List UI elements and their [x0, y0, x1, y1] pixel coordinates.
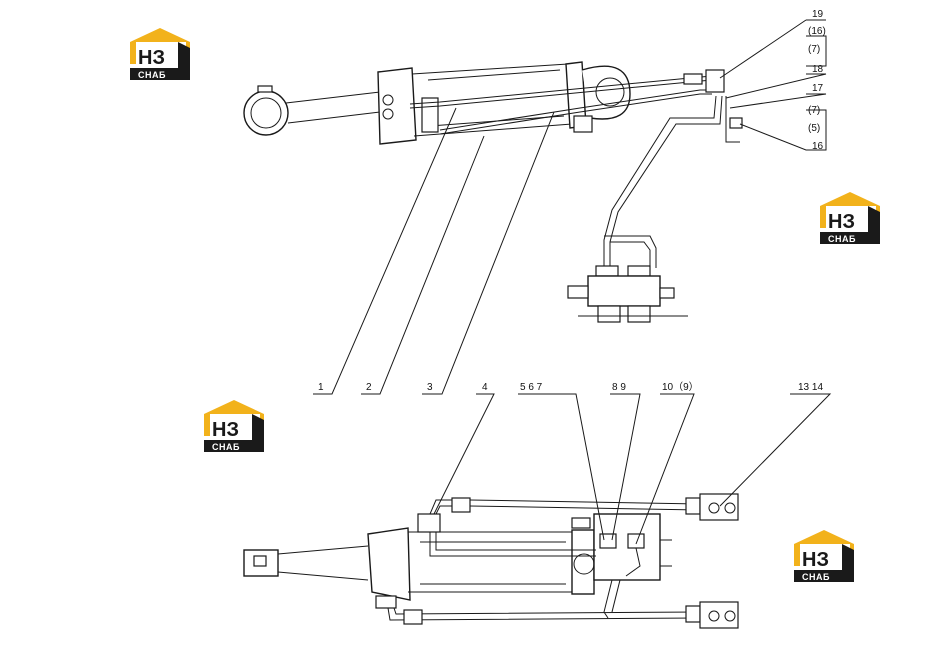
callout-17: 17: [812, 83, 824, 94]
callout-7-ref-a: (7): [808, 44, 820, 55]
top-valve-block: [567, 265, 688, 323]
callout-19: 19: [812, 9, 824, 20]
hose-end-fittings: [699, 493, 739, 629]
callout-labels: 1 2 3 19 (16) (7) 18 17 (7) (5) 16 4 5 6…: [318, 9, 826, 393]
callout-5-6-7: 5 6 7: [520, 382, 543, 393]
brand-logo: НЗ СНАБ: [204, 400, 264, 452]
callout-13-14: 13 14: [798, 382, 823, 393]
callout-5-ref: (5): [808, 123, 820, 134]
logo-main-text: НЗ: [802, 549, 829, 571]
top-cylinder-assembly: [243, 61, 631, 145]
logo-sub-text: СНАБ: [212, 442, 240, 452]
callout-1: 1: [318, 382, 324, 393]
logo-sub-text: СНАБ: [138, 70, 166, 80]
top-hose-lines: [409, 69, 743, 268]
leader-lines: [313, 19, 832, 545]
logo-main-text: НЗ: [828, 211, 855, 233]
callout-18: 18: [812, 64, 824, 75]
callout-7-ref-b: (7): [808, 105, 820, 116]
brand-logo: НЗ СНАБ: [820, 192, 880, 244]
logo-main-text: НЗ: [138, 47, 165, 69]
callout-4: 4: [482, 382, 488, 393]
callout-2: 2: [366, 382, 372, 393]
logo-main-text: НЗ: [212, 419, 239, 441]
bottom-cylinder-assembly: [243, 513, 672, 609]
brand-logo: НЗ СНАБ: [130, 28, 190, 80]
callout-16-ref-a: (16): [808, 26, 826, 37]
brand-logo: НЗ СНАБ: [794, 530, 854, 582]
bottom-hose-lines: [387, 497, 701, 625]
callout-10-9: 10（9）: [662, 381, 699, 393]
logo-sub-text: СНАБ: [802, 572, 830, 582]
callout-16: 16: [812, 141, 824, 152]
logo-sub-text: СНАБ: [828, 234, 856, 244]
callout-3: 3: [427, 382, 433, 393]
callout-8-9: 8 9: [612, 382, 626, 393]
